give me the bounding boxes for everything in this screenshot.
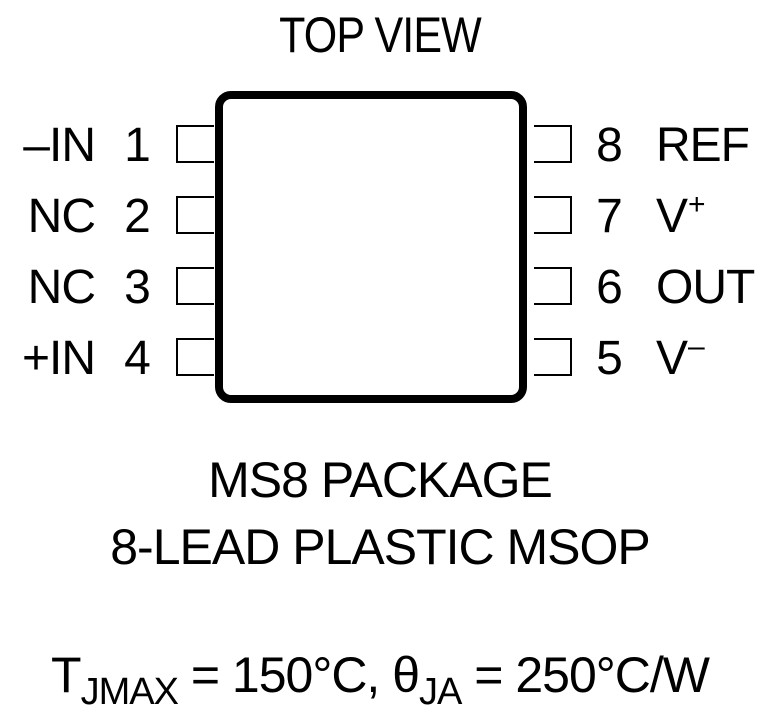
- pin-1-lead: [176, 125, 214, 163]
- pin-7-number: 7: [596, 190, 623, 243]
- pin-1-number: 1: [124, 119, 151, 172]
- pin-6-number: 6: [596, 261, 623, 314]
- pin-8-number: 8: [596, 119, 623, 172]
- thermal-spec: TJMAX = 150°C, θJA = 250°C/W: [51, 647, 710, 713]
- package-name: MS8 PACKAGE: [208, 452, 553, 508]
- pin-6-name: OUT: [656, 261, 755, 314]
- pin-1-name: –IN: [23, 119, 96, 172]
- pin-7-name: V+: [656, 188, 706, 243]
- pin-8-lead: [534, 125, 572, 163]
- pin-3-name: NC: [27, 261, 96, 314]
- pin-4-lead: [176, 338, 214, 376]
- diagram-title: TOP VIEW: [279, 7, 482, 63]
- pin-3-number: 3: [124, 261, 151, 314]
- pin-3-lead: [176, 267, 214, 305]
- ic-package-body: [215, 91, 527, 403]
- pin-6-lead: [534, 267, 572, 305]
- pin-8-name: REF: [656, 119, 750, 172]
- pin-4-name: +IN: [21, 332, 96, 385]
- pin-5-lead: [534, 338, 572, 376]
- pin-2-number: 2: [124, 190, 151, 243]
- pin-2-lead: [176, 196, 214, 234]
- pin-4-number: 4: [124, 332, 151, 385]
- pin-7-lead: [534, 196, 572, 234]
- pin-5-number: 5: [596, 332, 623, 385]
- package-description: 8-LEAD PLASTIC MSOP: [110, 519, 651, 575]
- pin-2-name: NC: [27, 190, 96, 243]
- pin-5-name: V–: [656, 330, 705, 385]
